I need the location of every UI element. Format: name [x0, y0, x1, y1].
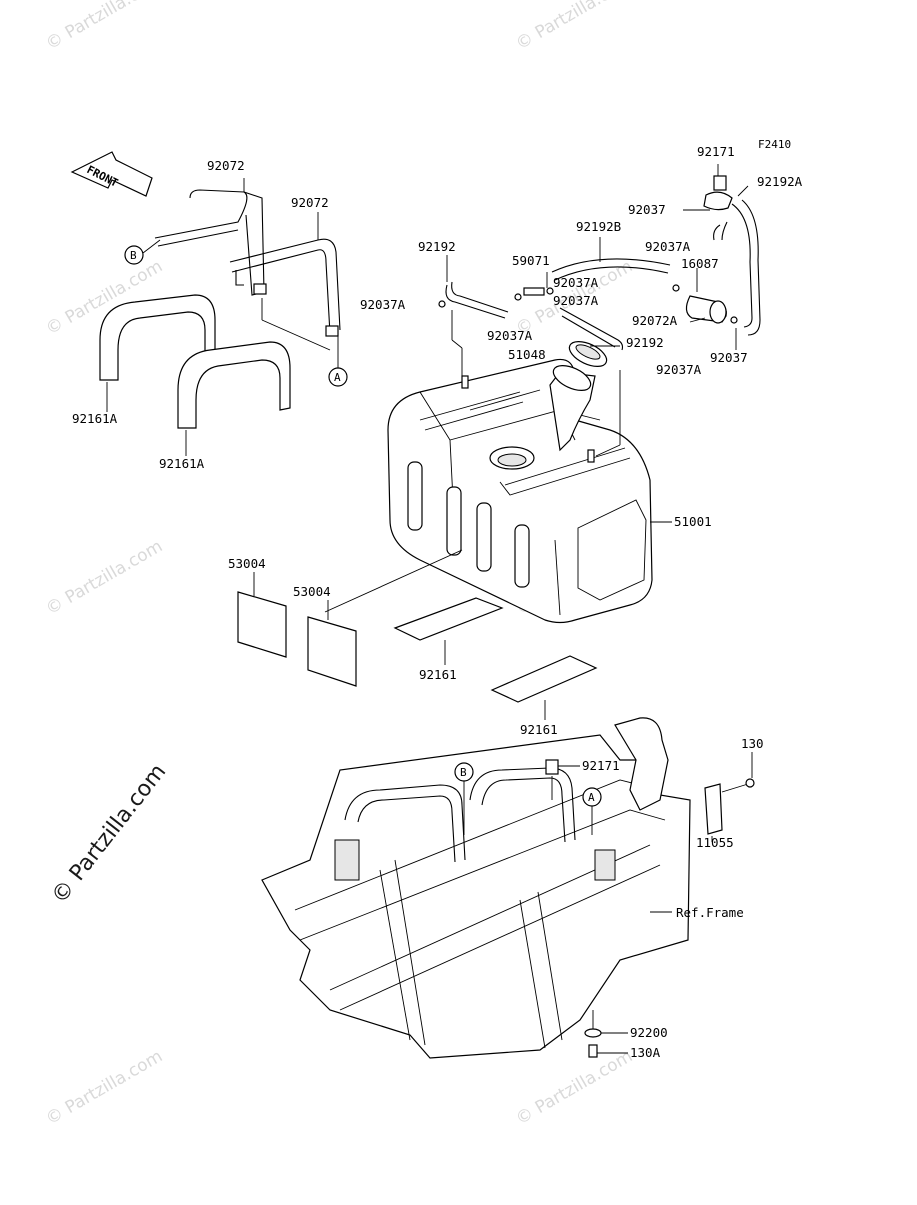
label-92192B: 92192B: [576, 219, 621, 234]
svg-text:B: B: [460, 766, 467, 779]
svg-text:A: A: [334, 371, 341, 384]
ref-marker-b-frame: B: [454, 762, 474, 782]
label-53004: 53004: [228, 556, 266, 571]
label-92192: 92192: [626, 335, 664, 350]
label-51048: 51048: [508, 347, 546, 362]
front-arrow-icon: FRONT: [70, 151, 153, 197]
copyright-watermark: © Partzilla.com: [47, 760, 171, 909]
label-92072: 92072: [291, 195, 329, 210]
pad-92161A: [99, 294, 291, 429]
leader-lines: [106, 164, 749, 720]
washer-92200: [584, 1028, 602, 1038]
label-92161: 92161: [419, 667, 457, 682]
hose-92192A: [713, 199, 761, 336]
valve-92171: [703, 175, 733, 211]
svg-text:A: A: [588, 791, 595, 804]
label-92161: 92161: [520, 722, 558, 737]
label-92037A: 92037A: [553, 275, 599, 290]
label-92200: 92200: [630, 1025, 668, 1040]
label-92037A: 92037A: [656, 362, 702, 377]
label-92037A: 92037A: [360, 297, 406, 312]
label-92037: 92037: [710, 350, 748, 365]
label-51001: 51001: [674, 514, 712, 529]
svg-text:B: B: [130, 249, 137, 262]
figure-code: F2410: [758, 138, 791, 151]
strap-92072: [154, 189, 341, 337]
part-labels: 92072 92072 92161A 92161A 92192 92037A 5…: [72, 144, 803, 1060]
label-ref-frame: Ref.Frame: [676, 905, 744, 920]
joint-59071: [514, 287, 554, 301]
decal-53004: [237, 591, 357, 687]
watermark: © Partzilla.com: [513, 1046, 637, 1129]
label-92192: 92192: [418, 239, 456, 254]
watermark: © Partzilla.com: [513, 0, 637, 54]
label-92161A: 92161A: [72, 411, 118, 426]
label-92037A: 92037A: [553, 293, 599, 308]
ref-marker-a: A: [328, 367, 348, 387]
fuel-tank-51001: [387, 358, 653, 624]
label-16087: 16087: [681, 256, 719, 271]
label-11055: 11055: [696, 835, 734, 850]
label-130: 130: [741, 736, 764, 751]
label-92161A: 92161A: [159, 456, 205, 471]
breather-hose-92192: [445, 281, 509, 319]
label-92072A: 92072A: [632, 313, 678, 328]
cap-51048: [568, 341, 608, 367]
label-92037A: 92037A: [487, 328, 533, 343]
label-92171: 92171: [697, 144, 735, 159]
pad-92161: [393, 597, 598, 703]
vehicle-frame: [261, 717, 755, 1059]
watermark: © Partzilla.com: [43, 1046, 167, 1129]
label-92037A: 92037A: [645, 239, 691, 254]
valve-92171-frame: [545, 759, 559, 775]
watermark: © Partzilla.com: [43, 536, 167, 619]
label-92192A: 92192A: [757, 174, 803, 189]
hose-92192-lower: [559, 307, 624, 351]
label-59071: 59071: [512, 253, 550, 268]
label-53004: 53004: [293, 584, 331, 599]
label-92072: 92072: [207, 158, 245, 173]
label-130A: 130A: [630, 1045, 661, 1060]
watermark: © Partzilla.com: [43, 0, 167, 54]
bolt-130A: [588, 1044, 598, 1058]
ref-marker-a-frame: A: [582, 787, 602, 807]
clamp-92037A: [438, 300, 446, 308]
label-92171: 92171: [582, 758, 620, 773]
hose-92192B: [551, 258, 671, 281]
separator-16087: [672, 284, 738, 324]
label-92037: 92037: [628, 202, 666, 217]
ref-marker-b: B: [124, 245, 144, 265]
